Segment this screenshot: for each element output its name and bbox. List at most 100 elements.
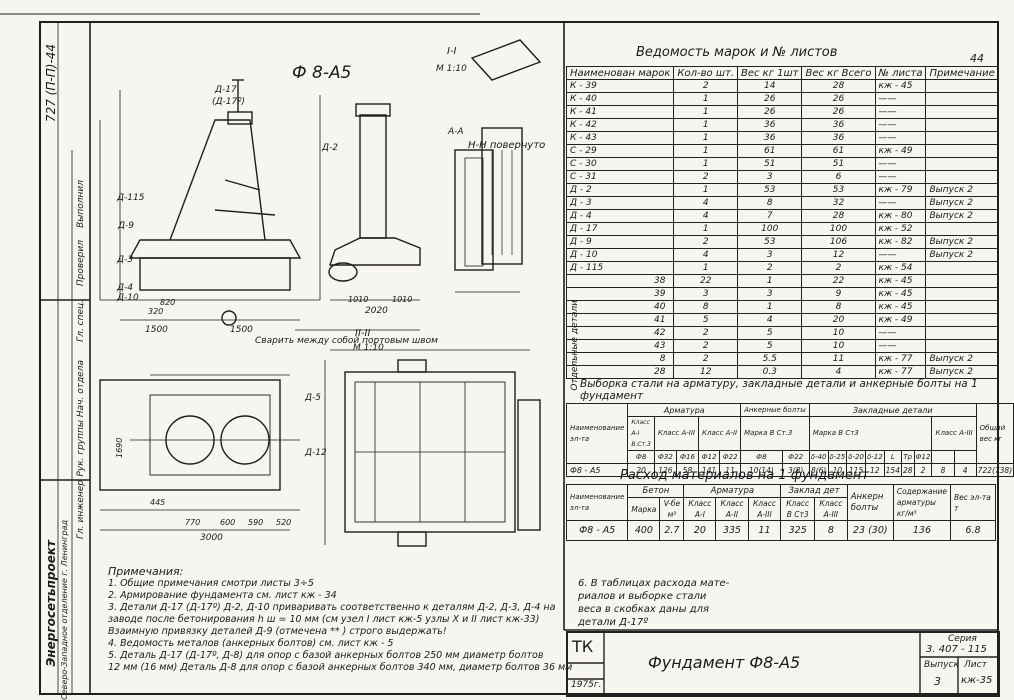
parts-cell: Выпуск 2 xyxy=(925,209,999,223)
parts-cell: С - 29 xyxy=(565,144,675,158)
parts-cell: 32 xyxy=(801,196,876,210)
parts-cell: Д - 9 xyxy=(565,235,675,249)
note-item: 4. Ведомость металов (анкерных болтов) с… xyxy=(108,638,394,649)
parts-cell: 1 xyxy=(673,222,738,236)
parts-cell: —— xyxy=(874,248,927,262)
steel-cell: Ф32 xyxy=(653,450,677,464)
mat-sub-cell: Класс А-II xyxy=(715,497,749,521)
parts-cell: К - 41 xyxy=(565,105,675,119)
parts-cell: 28 xyxy=(801,79,876,93)
note-item: заводе после бетонирования h ш = 10 мм (… xyxy=(108,614,540,625)
separate-cell: 40 xyxy=(565,300,675,314)
steel-cell: δ-20 xyxy=(846,450,866,464)
part-d17o: (Д-17º) xyxy=(212,97,245,107)
parts-cell: 1 xyxy=(673,118,738,132)
separate-cell: 20 xyxy=(801,313,876,327)
drawing-title: Ф 8-А5 xyxy=(292,63,351,83)
steel-row-val: 20 xyxy=(627,463,655,477)
steel-row-val: 10(14) xyxy=(740,463,783,477)
note-item: 2. Армирование фундамента см. лист кж - … xyxy=(108,590,337,601)
parts-cell xyxy=(925,144,999,158)
mat-head-emb: Заклад дет xyxy=(780,484,848,498)
steel-cell: δ-25 xyxy=(827,450,848,464)
parts-cell: кж - 45 xyxy=(874,79,927,93)
separate-cell: 5.5 xyxy=(736,352,803,366)
parts-cell: 1 xyxy=(673,261,738,275)
separate-details-label: Отдельные детали xyxy=(570,300,580,391)
steel-cell: δ-40 xyxy=(808,450,829,464)
separate-cell: кж - 45 xyxy=(874,300,927,314)
notes-block: Примечания: 1. Общие примечания смотри л… xyxy=(108,566,572,674)
parts-cell: С - 31 xyxy=(565,170,675,184)
parts-cell: 12 xyxy=(801,248,876,262)
stamp-left-strip: 727 (П-П)-44 xyxy=(44,44,58,123)
col-name: Наименован марок xyxy=(565,66,675,80)
parts-cell xyxy=(925,157,999,171)
steel-row-val: 2 xyxy=(913,463,933,477)
separate-cell xyxy=(925,326,999,340)
separate-cell: 43 xyxy=(565,339,675,353)
separate-cell: 5 xyxy=(673,313,738,327)
steel-sub-2: Класс А-II xyxy=(697,416,742,451)
separate-cell: 0.3 xyxy=(736,365,803,379)
parts-cell: 26 xyxy=(801,105,876,119)
separate-cell: 10 xyxy=(801,339,876,353)
stamp-org-sub: Северо-Западное отделение г. Ленинград xyxy=(60,520,69,700)
tb-series: 3. 407 - 115 xyxy=(926,644,987,655)
parts-cell: 4 xyxy=(673,209,738,223)
title-block-lines xyxy=(568,633,998,693)
tb-sheet-label: Лист xyxy=(964,660,987,670)
parts-cell: 14 xyxy=(736,79,803,93)
parts-cell: 1 xyxy=(673,157,738,171)
steel-head-anchor: Анкерные болты xyxy=(740,403,810,417)
steel-row-val: 58 xyxy=(675,463,700,477)
label-section-1-1: I-I xyxy=(447,46,457,57)
label-section-ii: II-II xyxy=(355,328,370,339)
steel-row-val: 154 xyxy=(883,463,902,477)
mat-row-val: 136 xyxy=(892,520,952,541)
parts-cell: кж - 54 xyxy=(874,261,927,275)
parts-cell: 3 xyxy=(736,170,803,184)
parts-cell: Выпуск 2 xyxy=(925,196,999,210)
parts-cell: 2 xyxy=(736,261,803,275)
parts-cell: 51 xyxy=(801,157,876,171)
parts-cell: 2 xyxy=(801,261,876,275)
materials-table: Наименование эл-та Бетон Арматура Заклад… xyxy=(565,484,996,541)
mat-row-val: 6.8 xyxy=(950,520,996,541)
label-callout-weld: Сварить между собой портовым швом xyxy=(255,336,438,346)
separate-cell: 8 xyxy=(565,352,675,366)
col-qty: Кол-во шт. xyxy=(673,66,738,80)
mat-sub-cell: Класс А-I xyxy=(683,497,717,521)
mat-row-val: 20 xyxy=(683,520,717,541)
note-item: 1. Общие примечания смотри листы 3÷5 xyxy=(108,578,314,589)
steel-sub-4: Марка В Ст3 xyxy=(808,416,933,451)
mat-sub-cell: Класс В Ст3 xyxy=(780,497,816,521)
label-section-aa: A-A xyxy=(447,127,464,137)
parts-cell: 6 xyxy=(801,170,876,184)
steel-sample-title: Выборка стали на арматуру, закладные дет… xyxy=(580,378,978,402)
dim-590: 590 xyxy=(248,518,263,527)
steel-cell: Ф12 xyxy=(913,450,933,464)
part-d2: Д-2 xyxy=(321,143,338,153)
parts-cell xyxy=(925,118,999,132)
separate-cell: 39 xyxy=(565,287,675,301)
mat-row-val: 8 xyxy=(814,520,848,541)
steel-cell: Ф22 xyxy=(719,450,742,464)
separate-cell xyxy=(925,274,999,288)
col-wall: Вес кг Всего xyxy=(801,66,876,80)
steel-cell: δ-12 xyxy=(864,450,885,464)
mat-head-arm: Арматура xyxy=(683,484,782,498)
separate-cell: 1 xyxy=(736,300,803,314)
tb-code: ТК xyxy=(572,637,594,656)
